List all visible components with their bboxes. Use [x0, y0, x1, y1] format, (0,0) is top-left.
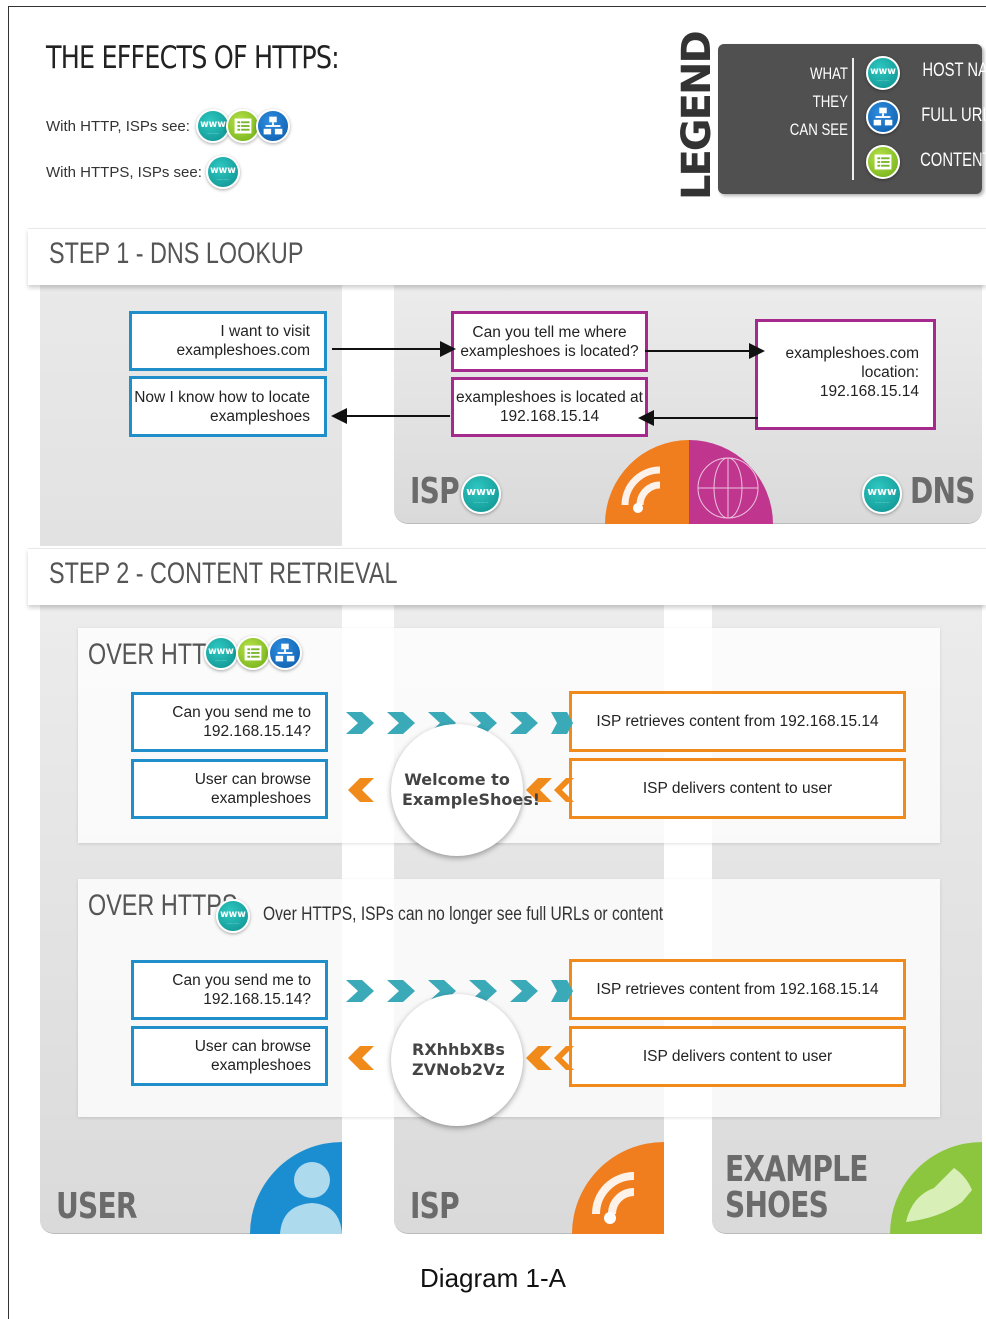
page-title: THE EFFECTS OF HTTPS: — [46, 40, 340, 76]
chevron-right-icon — [346, 712, 374, 734]
http-plaintext-bubble: Welcome to ExampleShoes! — [391, 724, 541, 856]
www-icon — [866, 56, 900, 90]
isp-answer-box: exampleshoes is located at 192.168.15.14 — [451, 377, 648, 437]
https-deliver-box: ISP delivers content to user — [569, 1026, 906, 1087]
chevron-left-icon — [554, 778, 574, 802]
rss-icon — [572, 1142, 664, 1234]
www-icon — [461, 474, 501, 514]
www-icon — [216, 899, 250, 933]
http-browse-box: User can browse exampleshoes — [131, 759, 328, 819]
step2-heading: STEP 2 - CONTENT RETRIEVAL — [49, 557, 398, 590]
http-retrieve-box: ISP retrieves content from 192.168.15.14 — [569, 691, 906, 752]
shoes-column-label: EXAMPLE SHOES — [725, 1149, 868, 1226]
chevron-left-icon — [526, 778, 552, 802]
https-browse-box: User can browse exampleshoes — [131, 1026, 328, 1086]
user-request-box: I want to visit exampleshoes.com — [129, 311, 327, 371]
legend-content: CONTENT — [920, 150, 986, 171]
step1-arrows — [331, 341, 773, 524]
full-url-icon — [866, 100, 900, 134]
content-icon — [866, 145, 900, 179]
chevron-left-icon — [348, 1046, 374, 1070]
www-icon — [862, 474, 902, 514]
chevron-right-icon — [551, 712, 573, 734]
step1-dns-label: DNS — [910, 471, 975, 512]
diagram-frame — [8, 6, 986, 1319]
http-deliver-box: ISP delivers content to user — [569, 758, 906, 819]
chevron-right-icon — [387, 712, 415, 734]
http-panel-title: OVER HTTP — [88, 638, 222, 671]
http-visibility-text: With HTTP, ISPs see: — [46, 118, 190, 135]
user-column-label: USER — [56, 1186, 138, 1227]
legend-box: WHAT THEY CAN SEE HOST NAME FULL URLS CO… — [718, 44, 986, 194]
chevron-right-icon — [346, 980, 374, 1002]
chevron-right-icon — [510, 712, 538, 734]
full-url-icon — [268, 636, 302, 670]
legend-divider — [852, 58, 854, 180]
https-request-box: Can you send me to 192.168.15.14? — [131, 960, 328, 1020]
chevron-right-icon — [510, 980, 538, 1002]
http-request-box: Can you send me to 192.168.15.14? — [131, 692, 328, 752]
legend-what-they-can-see: WHAT THEY CAN SEE — [789, 64, 848, 139]
chevron-right-icon — [387, 980, 415, 1002]
https-panel-note: Over HTTPS, ISPs can no longer see full … — [263, 904, 664, 925]
http-bubble-text: Welcome to ExampleShoes! — [402, 770, 541, 809]
https-bubble-text: RXhhbXBs ZVNob2Vz — [412, 1040, 505, 1079]
https-retrieve-box: ISP retrieves content from 192.168.15.14 — [569, 959, 906, 1020]
isp-column-label: ISP — [410, 1186, 460, 1227]
isp-query-box: Can you tell me where exampleshoes is lo… — [451, 311, 648, 372]
chevron-right-icon — [551, 980, 573, 1002]
step1-isp-label: ISP — [410, 471, 460, 512]
https-panel-title: OVER HTTPS — [88, 889, 238, 922]
step1-heading: STEP 1 - DNS LOOKUP — [49, 237, 304, 270]
dns-record-box: exampleshoes.com location: 192.168.15.14 — [755, 319, 936, 430]
https-encrypted-bubble: RXhhbXBs ZVNob2Vz — [391, 994, 523, 1126]
www-icon — [206, 155, 240, 189]
full-url-icon — [256, 109, 290, 143]
chevron-left-icon — [554, 1046, 574, 1070]
legend: LEGEND WHAT THEY CAN SEE HOST NAME FULL … — [674, 32, 986, 200]
step2-header: STEP 2 - CONTENT RETRIEVAL — [28, 548, 986, 605]
legend-full-urls: FULL URLS — [921, 105, 986, 126]
legend-host-name: HOST NAME — [922, 60, 986, 81]
step1-header: STEP 1 - DNS LOOKUP — [28, 228, 986, 285]
chevron-left-icon — [348, 778, 374, 802]
user-result-box: Now I know how to locate exampleshoes — [129, 376, 327, 437]
https-visibility-text: With HTTPS, ISPs see: — [46, 164, 202, 181]
diagram-caption: Diagram 1-A — [420, 1263, 566, 1293]
chevron-left-icon — [526, 1046, 552, 1070]
